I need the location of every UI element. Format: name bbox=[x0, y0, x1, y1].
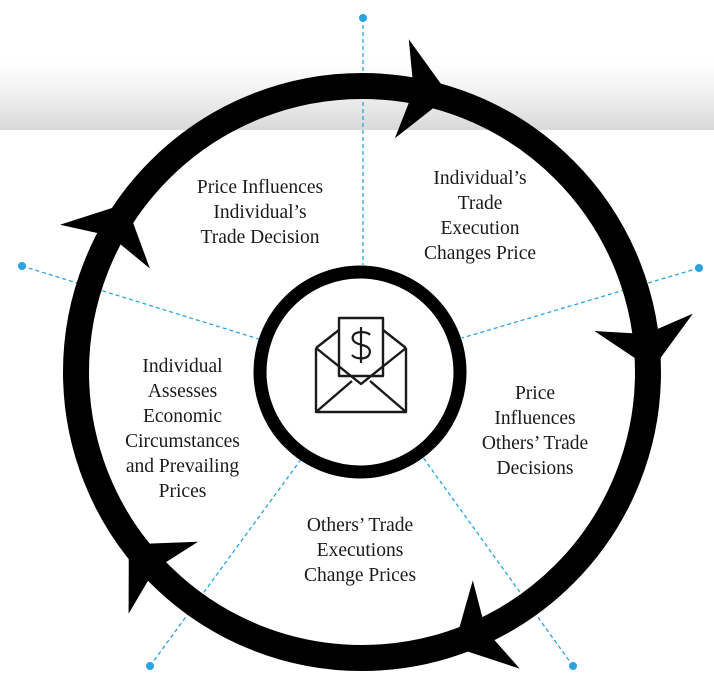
arrow-head-icon bbox=[60, 203, 150, 269]
envelope-dollar-icon bbox=[314, 316, 408, 414]
divider-lines bbox=[21, 18, 700, 667]
arrow-head-icon bbox=[453, 580, 520, 669]
cycle-ring bbox=[63, 73, 661, 671]
cycle-arrows bbox=[60, 39, 693, 669]
divider-line-right bbox=[461, 267, 700, 339]
divider-dots bbox=[18, 14, 703, 670]
divider-dot-bottom-right bbox=[569, 662, 577, 670]
divider-line-bottom-right bbox=[421, 455, 574, 667]
stage-label-others-executions: Others’ Trade Executions Change Prices bbox=[303, 515, 417, 586]
stage-label-individual-execution: Individual’s Trade Execution Changes Pri… bbox=[423, 168, 537, 264]
stage-label-price-influences-individual: Price Influences Individual’s Trade Deci… bbox=[196, 177, 324, 248]
stage-label-price-influences-others: Price Influences Others’ Trade Decisions bbox=[481, 383, 589, 479]
divider-dot-left bbox=[18, 262, 26, 270]
divider-dot-bottom-left bbox=[146, 662, 154, 670]
divider-line-bottom-left bbox=[149, 457, 303, 667]
arrow-head-icon bbox=[128, 541, 199, 614]
divider-dot-right bbox=[695, 264, 703, 272]
arrow-head-icon bbox=[394, 39, 450, 139]
arrow-head-icon bbox=[594, 313, 693, 370]
divider-line-left bbox=[21, 265, 263, 341]
stage-label-individual-assesses: Individual Assesses Economic Circumstanc… bbox=[125, 356, 240, 502]
divider-dot-top bbox=[359, 14, 367, 22]
